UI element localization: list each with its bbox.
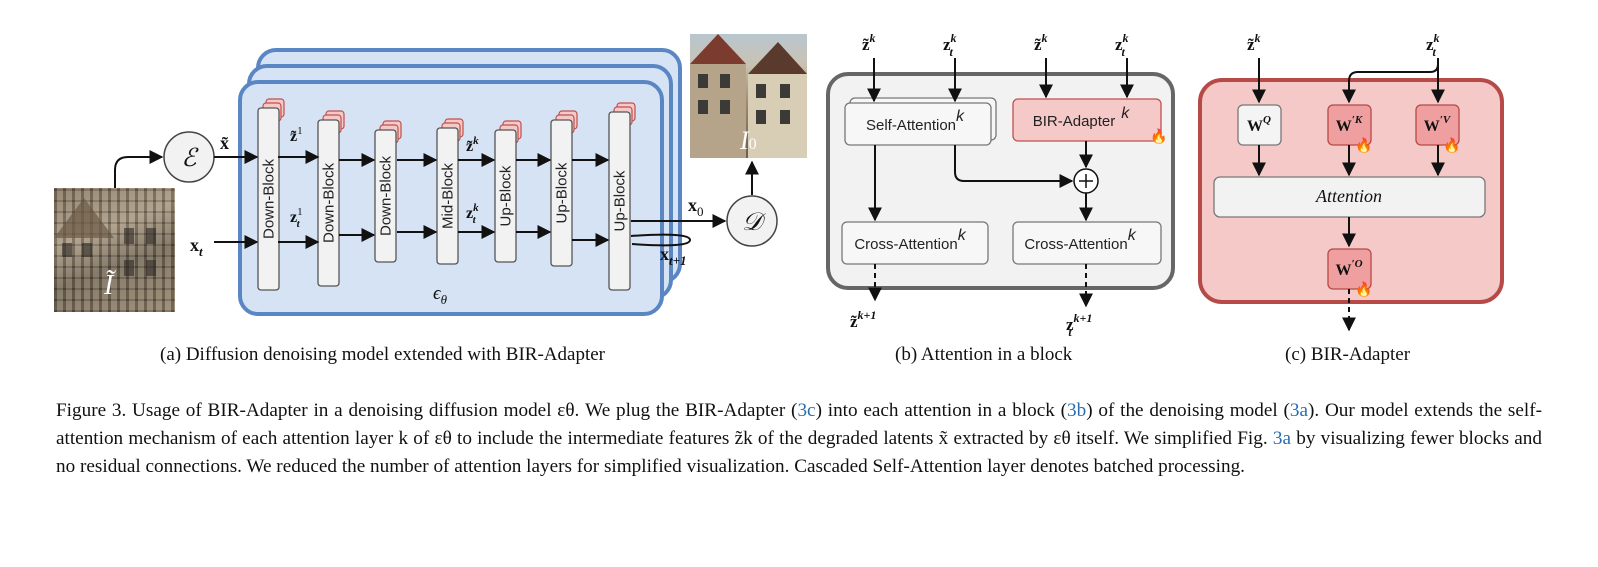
decoder-node [726,195,778,247]
degraded-input-image: Ĩ [54,188,175,312]
output-house-drawing [690,34,807,158]
output-image-label: I0 [740,126,757,155]
encoder-symbol: ℰ [181,145,199,172]
output-image: I0 [690,34,807,158]
ref-3a-link[interactable]: 3a [1289,400,1308,421]
caption-panel-a: (a) Diffusion denoising model extended w… [160,344,605,365]
unet-block-label: Down-Block [261,158,278,239]
figure-diagram: Down-Block Down-Block Down-Block Mid-Block U… [114,31,1504,339]
self-attention-box [844,102,992,146]
cross-attention-label-left: Cross-Attentionk [854,227,966,253]
unet-block [608,111,631,291]
c-input-zk: z̃k [1247,31,1261,54]
unet-block [257,107,280,291]
panel-a: Down-Block Down-Block Down-Block Mid-Block U… [114,48,778,316]
ref-3b-link[interactable]: 3b [1067,400,1087,421]
degraded-image-label: Ĩ [104,270,114,301]
unet-block [550,119,573,267]
unet-block-label: Down-Block [378,155,395,236]
unet-block-label: Down-Block [321,162,338,243]
label-x-tilde: x̃ [220,133,229,153]
unet-block-label: Up-Block [554,162,571,223]
unet-block-label: Mid-Block [440,163,457,229]
label-x-0: x0 [688,195,704,219]
ref-3c-link[interactable]: 3c [797,400,816,421]
fire-icon: 🔥 [1355,137,1372,154]
label-x-t: xt [190,235,203,259]
ref-3a-link-2[interactable]: 3a [1272,428,1291,449]
unet-block [317,119,340,287]
b-output-zk1: z̃k+1 [850,308,876,331]
b-input-zk-left: z̃k [862,31,876,54]
cross-attention-label-right: Cross-Attentionk [1024,227,1136,253]
unet-block [374,129,397,263]
fire-icon: 🔥 [1150,128,1167,145]
unet-block-label: Up-Block [612,170,629,231]
unet-block [494,129,517,263]
unet-block [436,127,459,265]
caption-panel-c: (c) BIR-Adapter [1285,344,1411,365]
cross-attention-box-left [841,221,989,265]
caption-panel-b: (b) Attention in a block [895,344,1073,365]
fire-icon: 🔥 [1443,137,1460,154]
attention-label: Attention [1315,186,1382,206]
fire-icon: 🔥 [1355,281,1372,298]
degraded-house-drawing [54,198,156,276]
figure-caption: Figure 3. Usage of BIR-Adapter in a deno… [56,400,1543,477]
self-attention-label: Self-Attentionk [866,108,965,134]
unet-block-label: Up-Block [498,165,515,226]
b-input-zk-right: z̃k [1034,31,1048,54]
